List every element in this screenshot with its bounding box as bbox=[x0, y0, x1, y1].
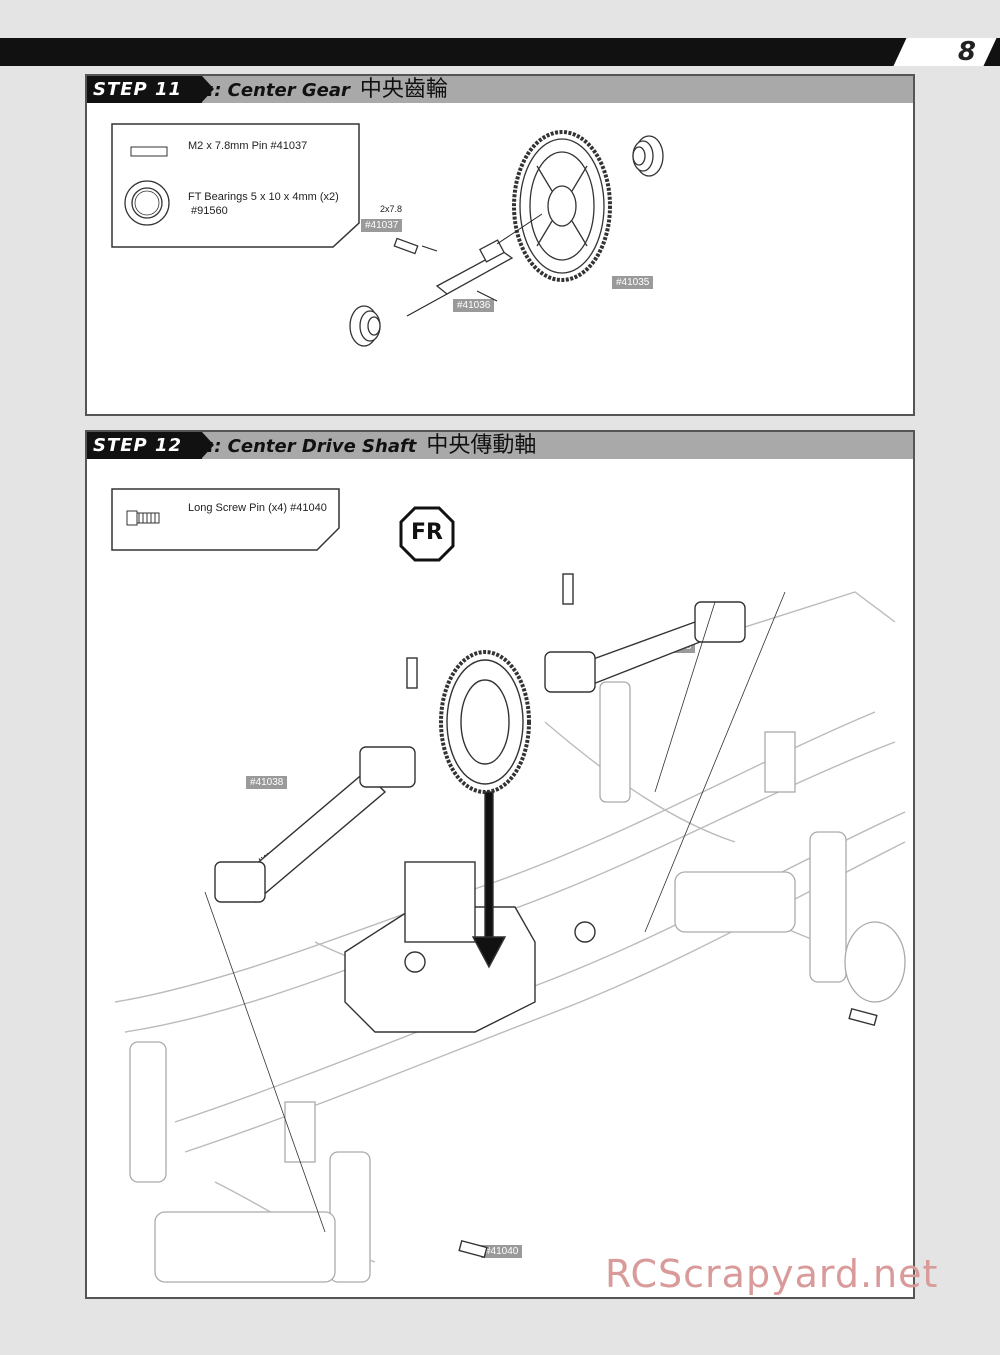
step11-parts-box bbox=[111, 123, 360, 248]
fr-badge-text: FR bbox=[411, 520, 443, 545]
step11-pin-size: 2x7.8 bbox=[380, 204, 403, 214]
step11-arrow bbox=[202, 76, 214, 102]
fr-badge-icon bbox=[399, 506, 455, 562]
step12-parts-box bbox=[111, 488, 340, 551]
step11-gear-drawing bbox=[349, 130, 664, 347]
step11-title-zh: 中央齒輪 bbox=[359, 77, 448, 102]
step11-panel: STEP 11 :: Center Gear 中央齒輪 M2 x 7.8mm Pi… bbox=[85, 74, 915, 416]
step12-title-en: :: Center Drive Shaft bbox=[207, 436, 417, 457]
step11-tag-41037: #41037 bbox=[361, 219, 403, 232]
step12-title: :: Center Drive Shaft 中央傳動軸 bbox=[207, 432, 536, 459]
step12-part-screwpin: Long Screw Pin (x4) #41040 bbox=[188, 502, 327, 514]
page-number: 8 bbox=[957, 37, 976, 67]
step11-title: :: Center Gear 中央齒輪 bbox=[207, 76, 448, 103]
step12-panel: STEP 12 :: Center Drive Shaft 中央傳動軸 Long … bbox=[85, 430, 915, 1299]
step11-label: STEP 11 bbox=[87, 76, 202, 103]
step11-part-bearing-no: #91560 bbox=[191, 205, 228, 217]
top-bar bbox=[0, 38, 1000, 66]
watermark: RCScrapyard.net bbox=[605, 1252, 939, 1296]
step11-part-bearing: FT Bearings 5 x 10 x 4mm (x2) bbox=[188, 191, 339, 203]
step12-label: STEP 12 bbox=[87, 432, 202, 459]
step12-tag-41040: #41040 bbox=[481, 1245, 523, 1258]
step11-tag-41036: #41036 bbox=[453, 299, 495, 312]
step12-tag-41038-left: #41038 bbox=[246, 776, 288, 789]
step11-header: STEP 11 :: Center Gear 中央齒輪 bbox=[87, 76, 913, 103]
step11-title-en: :: Center Gear bbox=[207, 80, 350, 101]
step12-title-zh: 中央傳動軸 bbox=[426, 433, 537, 458]
step12-chassis-drawing bbox=[115, 573, 906, 1283]
step12-header: STEP 12 :: Center Drive Shaft 中央傳動軸 bbox=[87, 432, 913, 459]
page-number-box: 8 bbox=[893, 37, 997, 67]
step11-tag-41035: #41035 bbox=[612, 276, 654, 289]
step12-arrow bbox=[202, 432, 214, 458]
step11-part-pin: M2 x 7.8mm Pin #41037 bbox=[188, 140, 308, 152]
